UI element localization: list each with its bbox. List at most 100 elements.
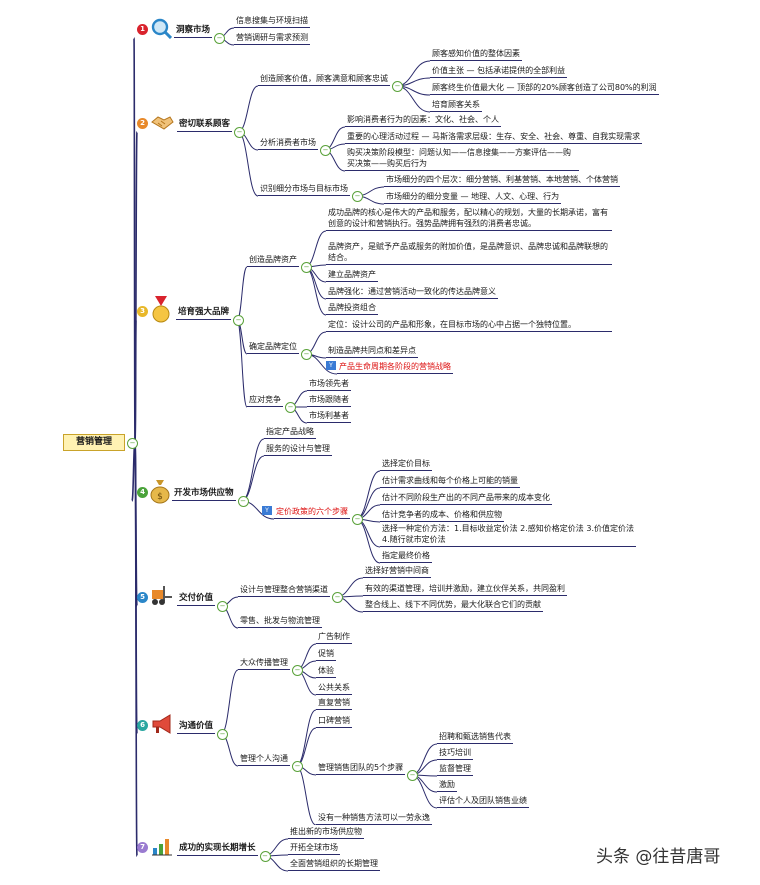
topic-node[interactable]: 有效的渠道管理，培训并激励，建立伙伴关系，共同盈利 [363, 582, 567, 596]
topic-node[interactable]: 推出新的市场供应物 [288, 825, 364, 839]
topic-node[interactable]: 技巧培训 [437, 746, 473, 760]
topic-node[interactable]: 估计竞争者的成本、价格和供应物 [380, 508, 504, 522]
growth-chart-icon [152, 839, 172, 856]
collapse-toggle[interactable]: − [259, 851, 271, 862]
topic-node[interactable]: 品牌资产，是赋予产品或服务的附加价值，是品牌意识、品牌忠诚和品牌联想的结合。 [326, 240, 612, 265]
svg-text:$: $ [157, 492, 163, 502]
topic-node[interactable]: 估计需求曲线和每个价格上可能的销量 [380, 474, 520, 488]
collapse-toggle[interactable]: − [285, 402, 296, 413]
topic-node[interactable]: 重要的心理活动过程 — 马斯洛需求层级：生存、安全、社会、尊重、自我实现需求 [345, 130, 643, 144]
topic-node[interactable]: 顾客感知价值的整体因素 [430, 47, 522, 61]
topic-node[interactable]: 指定产品战略 [264, 425, 316, 439]
collapse-toggle[interactable]: − [352, 191, 363, 202]
topic-node[interactable]: 没有一种销售方法可以一劳永逸 [316, 811, 432, 825]
flag-icon: Y [262, 506, 272, 515]
topic-node[interactable]: 产品生命周期各阶段的营销战略 [337, 360, 453, 374]
topic-node[interactable]: 激励 [437, 778, 457, 792]
topic-node[interactable]: 信息搜集与环境扫描 [234, 14, 310, 28]
topic-node[interactable]: 识别细分市场与目标市场 [258, 182, 350, 196]
topic-node[interactable]: 口碑营销 [316, 714, 352, 728]
collapse-toggle[interactable]: − [237, 496, 249, 507]
topic-node[interactable]: 创造顾客价值，顾客满意和顾客忠诚 [258, 72, 390, 86]
root-topic[interactable]: 营销管理 [63, 434, 125, 451]
topic-node[interactable]: 设计与管理整合营销渠道 [238, 583, 330, 597]
topic-node[interactable]: 选择好营销中间商 [363, 564, 431, 578]
topic-node[interactable]: 品牌强化：通过营销活动一致化的传达品牌意义 [326, 285, 498, 299]
collapse-toggle[interactable]: − [127, 437, 138, 449]
branch-topic[interactable]: 交付价值 [177, 592, 216, 606]
collapse-toggle[interactable]: − [320, 145, 331, 156]
collapse-toggle[interactable]: − [233, 315, 245, 326]
topic-node[interactable]: 广告制作 [316, 630, 352, 644]
topic-node[interactable]: 零售、批发与物流管理 [238, 614, 322, 628]
topic-node[interactable]: 确定品牌定位 [247, 340, 299, 354]
topic-node[interactable]: 全面营销组织的长期管理 [288, 857, 380, 871]
topic-node[interactable]: 直复营销 [316, 696, 352, 710]
connector-line [134, 441, 138, 857]
topic-node[interactable]: 市场利基者 [307, 409, 351, 423]
branch-topic[interactable]: 沟通价值 [177, 720, 216, 734]
topic-node[interactable]: 监督管理 [437, 762, 473, 776]
collapse-toggle[interactable]: − [217, 601, 229, 612]
topic-node[interactable]: 营销调研与需求预测 [234, 31, 310, 45]
topic-node[interactable]: 服务的设计与管理 [264, 442, 332, 456]
topic-node[interactable]: 促销 [316, 647, 336, 661]
topic-node[interactable]: 购买决策阶段模型：问题认知——信息搜集——方案评估——购买决策——购买后行为 [345, 146, 579, 171]
topic-node[interactable]: 招聘和甄选销售代表 [437, 730, 513, 744]
collapse-toggle[interactable]: − [301, 349, 312, 360]
topic-node[interactable]: 培育顾客关系 [430, 98, 482, 112]
collapse-toggle[interactable]: − [392, 81, 403, 92]
topic-node[interactable]: 体验 [316, 664, 336, 678]
topic-node[interactable]: 创造品牌资产 [247, 253, 299, 267]
medal-icon [152, 296, 170, 323]
topic-node[interactable]: 市场跟随者 [307, 393, 351, 407]
topic-node[interactable]: 制造品牌共同点和差异点 [326, 344, 418, 358]
topic-node[interactable]: 选择定价目标 [380, 457, 432, 471]
forklift-icon [152, 586, 172, 605]
topic-node[interactable]: 顾客终生价值最大化 — 顶部的20%顾客创造了公司80%的利润 [430, 81, 659, 95]
topic-node[interactable]: 开拓全球市场 [288, 841, 340, 855]
topic-node[interactable]: 估计不同阶段生产出的不同产品带来的成本变化 [380, 491, 552, 505]
connector-line [236, 266, 248, 321]
topic-node[interactable]: 市场细分的四个层次：细分营销、利基营销、本地营销、个体营销 [384, 173, 620, 187]
watermark: 头条 @往昔唐哥 [596, 847, 721, 867]
topic-node[interactable]: 市场领先者 [307, 377, 351, 391]
branch-topic[interactable]: 开发市场供应物 [172, 487, 236, 501]
topic-node[interactable]: 定位：设计公司的产品和形象，在目标市场的心中占据一个独特位置。 [326, 318, 612, 332]
collapse-toggle[interactable]: − [332, 592, 343, 603]
collapse-toggle[interactable]: − [407, 770, 419, 781]
topic-node[interactable]: 公共关系 [316, 681, 352, 695]
branch-topic[interactable]: 成功的实现长期增长 [177, 842, 258, 856]
connector-line [237, 85, 259, 133]
topic-node[interactable]: 管理销售团队的5个步骤 [316, 761, 406, 775]
branch-topic[interactable]: 密切联系顾客 [177, 118, 233, 132]
topic-node[interactable]: 选择一种定价方法：1.目标收益定价法 2.感知价格定价法 3.价值定价法 4.随… [380, 522, 636, 547]
branch-number-badge: 3 [137, 306, 148, 317]
collapse-toggle[interactable]: − [292, 665, 303, 676]
collapse-toggle[interactable]: − [217, 729, 229, 740]
branch-number-badge: 7 [137, 842, 148, 853]
topic-node[interactable]: 应对竞争 [247, 393, 283, 407]
topic-node[interactable]: 分析消费者市场 [258, 136, 318, 150]
topic-node[interactable]: 价值主张 — 包括承诺提供的全部利益 [430, 64, 568, 78]
topic-node[interactable]: 评估个人及团队销售业绩 [437, 794, 529, 808]
topic-node[interactable]: 成功品牌的核心是伟大的产品和服务，配以精心的规划，大量的长期承诺，富有创意的设计… [326, 206, 612, 231]
branch-topic[interactable]: 洞察市场 [174, 24, 213, 38]
connector-line [236, 319, 248, 408]
topic-node[interactable]: 影响消费者行为的因素：文化、社会、个人 [345, 113, 501, 127]
topic-node[interactable]: 整合线上、线下不同优势，最大化联合它们的贡献 [363, 598, 543, 612]
topic-node[interactable]: 品牌投资组合 [326, 301, 378, 315]
collapse-toggle[interactable]: − [234, 127, 246, 138]
megaphone-icon [152, 714, 171, 734]
topic-node[interactable]: 定价政策的六个步骤 [274, 505, 350, 519]
collapse-toggle[interactable]: − [301, 262, 312, 273]
topic-node[interactable]: 管理个人沟通 [238, 752, 290, 766]
collapse-toggle[interactable]: − [352, 514, 363, 525]
collapse-toggle[interactable]: − [292, 761, 303, 772]
topic-node[interactable]: 建立品牌资产 [326, 268, 378, 282]
collapse-toggle[interactable]: − [214, 33, 226, 44]
topic-node[interactable]: 指定最终价格 [380, 549, 432, 563]
branch-topic[interactable]: 培育强大品牌 [176, 306, 232, 320]
topic-node[interactable]: 市场细分的细分变量 — 地理、人文、心理、行为 [384, 190, 562, 204]
topic-node[interactable]: 大众传播管理 [238, 656, 290, 670]
